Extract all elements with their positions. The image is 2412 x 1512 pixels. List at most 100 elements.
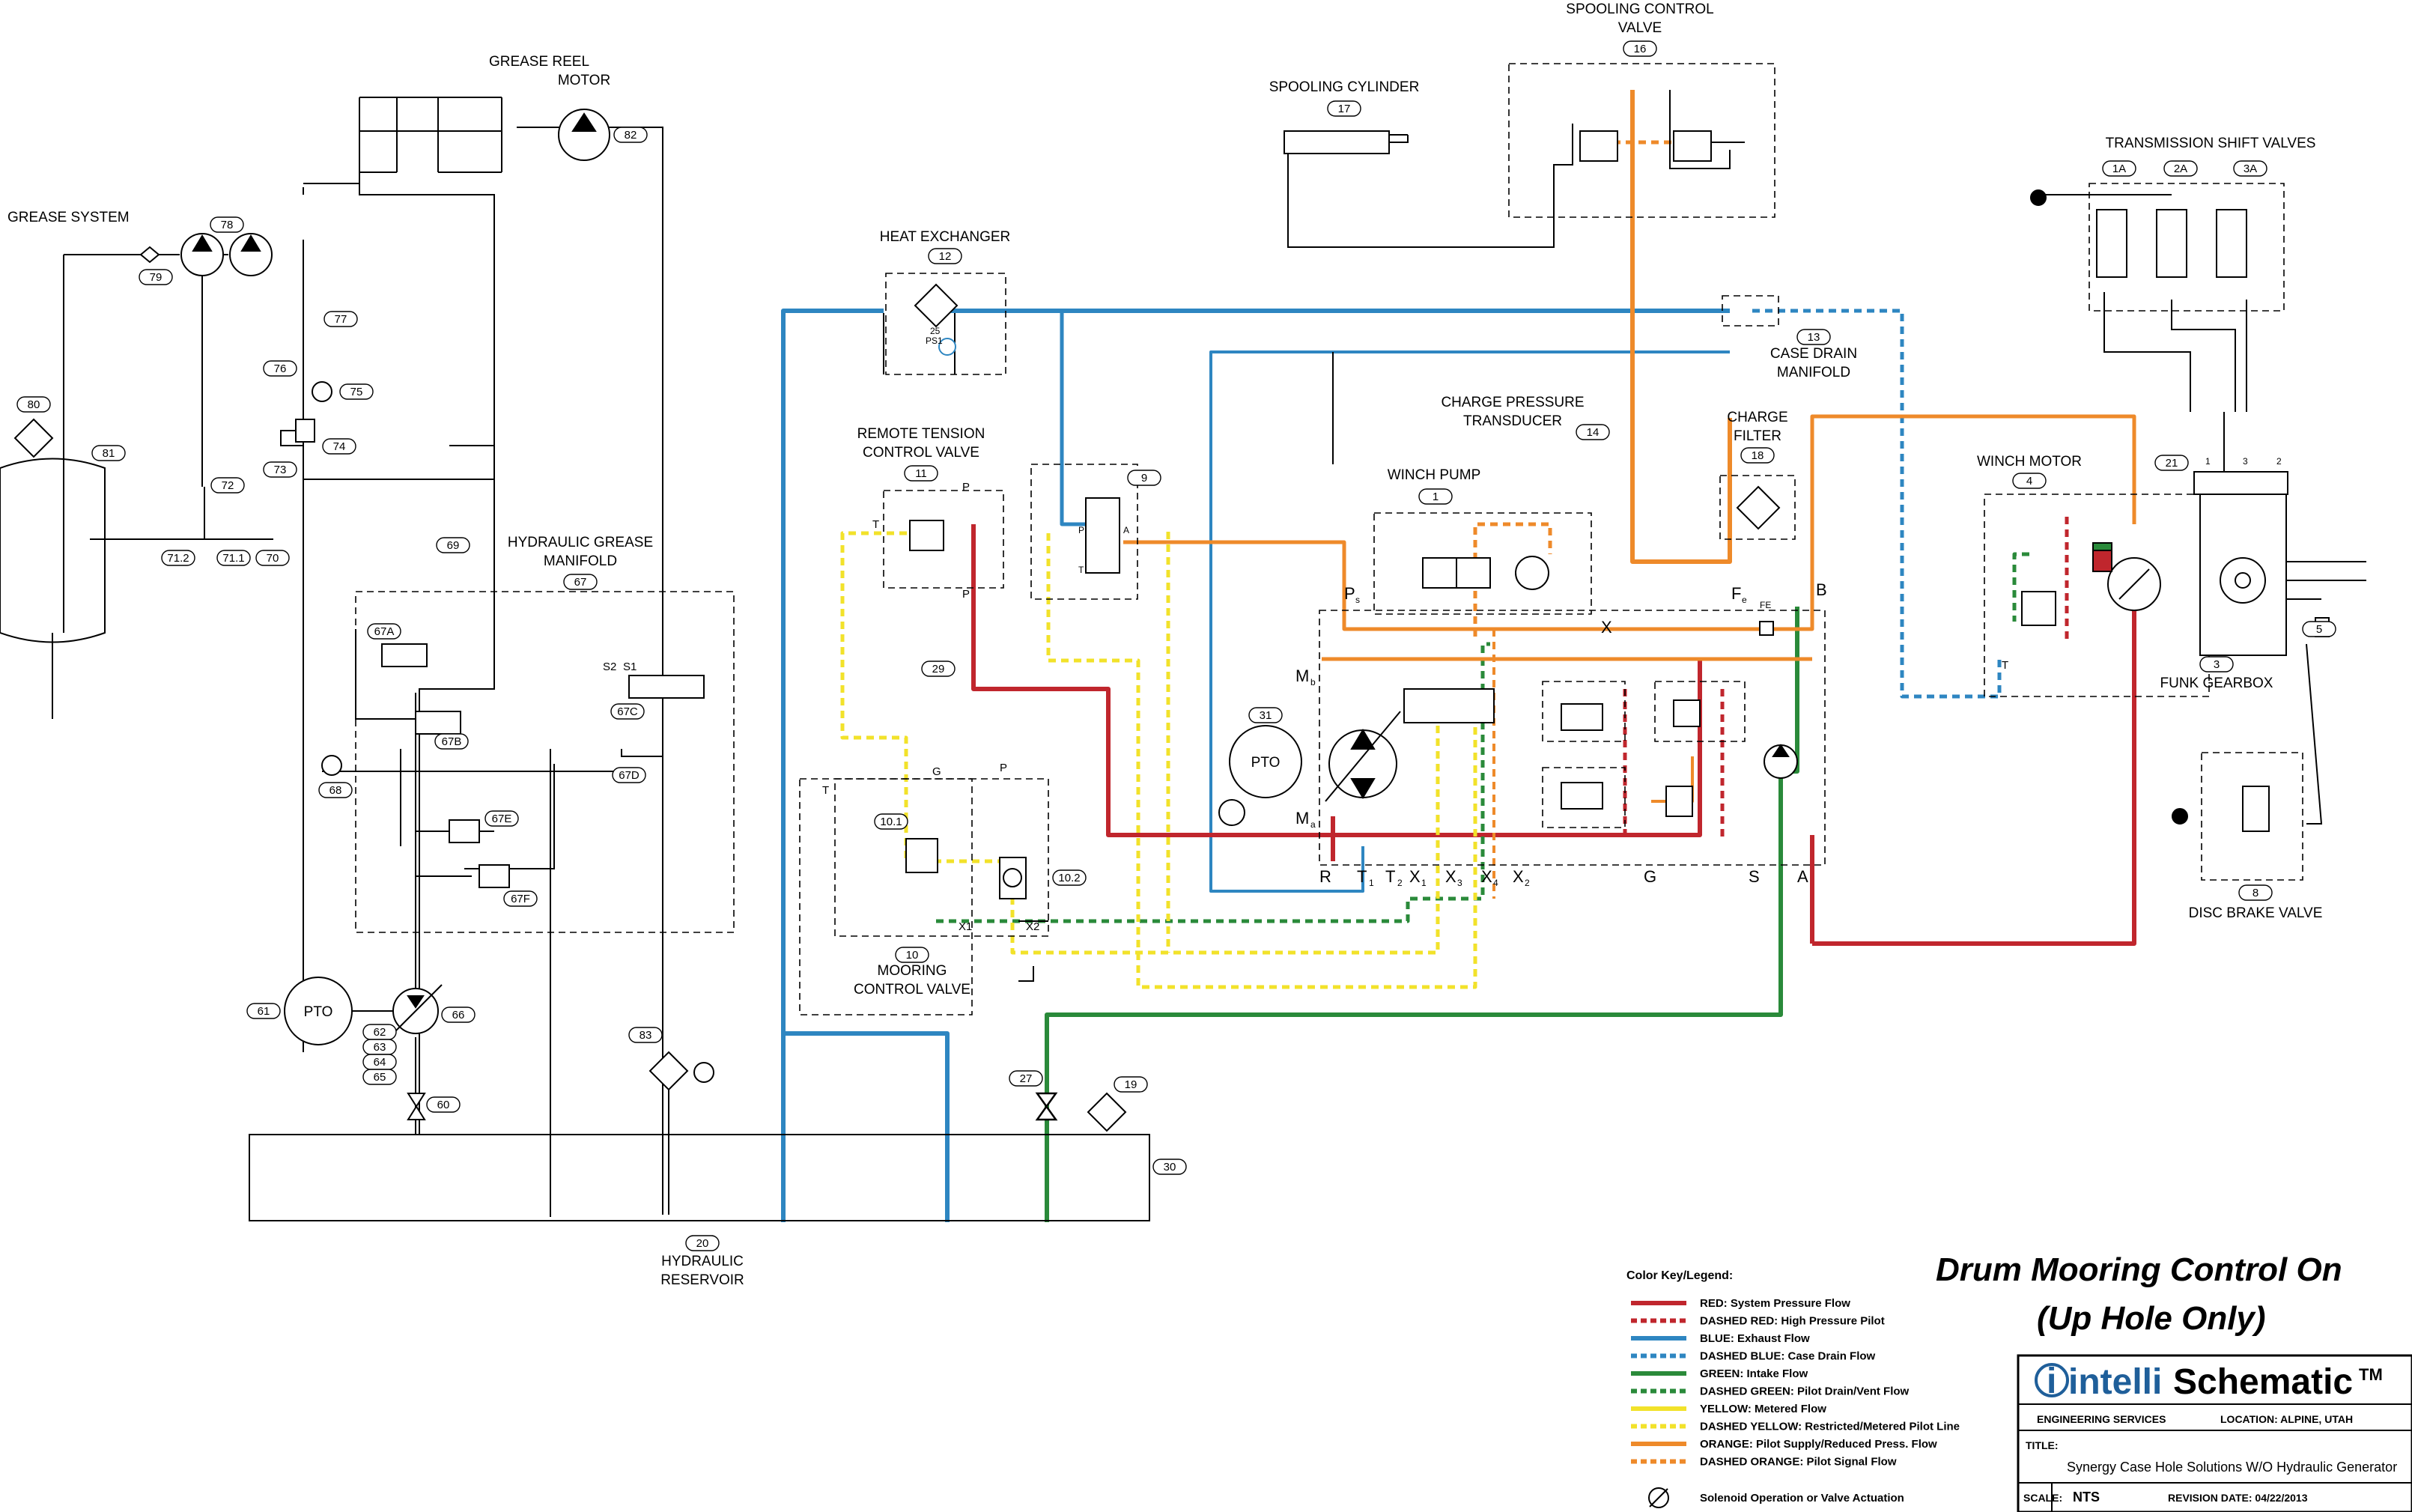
svg-text:T: T: [1357, 867, 1367, 886]
component-tag-3: [2199, 656, 2234, 672]
component-tag-21: [2154, 455, 2189, 471]
svg-text:i: i: [2047, 1361, 2056, 1401]
component-tag-label: 18: [1752, 449, 1764, 462]
component-tag-13: [1796, 329, 1831, 345]
svg-text:S: S: [1749, 867, 1760, 886]
svg-text:1: 1: [2205, 456, 2211, 467]
component-tag-label: 66: [452, 1009, 465, 1021]
component-tag-label: 63: [374, 1041, 386, 1054]
svg-text:2: 2: [1525, 878, 1530, 888]
svg-text:4: 4: [1493, 878, 1498, 888]
component-tag-label: 72: [222, 479, 234, 492]
svg-text:T: T: [1385, 867, 1395, 886]
component-tag-label: 67F: [511, 893, 530, 905]
component-tag-label: 70: [267, 552, 279, 565]
component-tag-61: [246, 1003, 281, 1019]
spool-valve-left: [1579, 130, 1618, 162]
component-tag-18: [1740, 447, 1775, 464]
component-tag-10-2: [1052, 869, 1087, 886]
symbols: [13, 109, 2330, 1132]
component-tag-67A: [367, 623, 401, 640]
component-tag-70: [255, 550, 290, 566]
label-winch-motor: WINCH MOTOR: [1977, 454, 2082, 470]
labels: GREASE SYSTEM GREASE REEL MOTOR HYDRAULI…: [7, 1, 2322, 1288]
tb-revision: REVISION DATE: 04/22/2013: [2168, 1492, 2308, 1504]
component-tag-label: 4: [2026, 475, 2032, 488]
component-tag-label: 76: [274, 362, 287, 375]
svg-text:X: X: [1445, 867, 1456, 886]
title-line-2: (Up Hole Only): [2037, 1300, 2266, 1337]
component-tag-79: [139, 269, 173, 285]
component-tag-label: 67C: [617, 705, 638, 718]
tb-scale-label: SCALE:: [2023, 1492, 2062, 1504]
sub-box-3: [1542, 767, 1626, 828]
component-tag-74: [322, 438, 356, 455]
component-tag-31: [1248, 707, 1283, 723]
component-tag-14: [1576, 424, 1610, 440]
grease-reel-motor-icon: [558, 109, 610, 161]
logo-i-icon: [2035, 1363, 2069, 1397]
winch-motor-box: [1984, 494, 2210, 697]
component-tag-label: 19: [1125, 1078, 1137, 1091]
component-tag-label: 73: [274, 464, 287, 476]
component-tag-2A: [2163, 160, 2198, 177]
label-grease-system: GREASE SYSTEM: [7, 210, 130, 225]
component-tag-77: [323, 311, 358, 327]
svg-text:T: T: [822, 784, 829, 797]
gauge-solenoid-icon: [1218, 799, 1245, 826]
svg-text:M: M: [1295, 809, 1309, 828]
component-tag-label: 21: [2166, 457, 2178, 470]
legend-item-label: DASHED ORANGE: Pilot Signal Flow: [1700, 1456, 1897, 1469]
valve-67E: [449, 819, 480, 843]
label-spooling-cylinder: SPOOLING CYLINDER: [1269, 79, 1420, 95]
component-tag-label: 12: [939, 250, 952, 263]
pto-winch-icon: [1229, 725, 1302, 798]
svg-text:2: 2: [1397, 878, 1403, 888]
svg-text:1: 1: [1421, 878, 1427, 888]
legend-item-label: RED: System Pressure Flow: [1700, 1297, 1850, 1310]
component-tag-label: 2A: [2174, 163, 2187, 175]
component-tag-label: 69: [447, 539, 460, 552]
svg-text:T: T: [872, 518, 879, 531]
component-tag-label: 3: [2214, 658, 2220, 671]
component-tag-9: [1127, 470, 1161, 486]
exhaust-line-main: [781, 309, 1730, 1222]
component-tag-71-2: [161, 550, 195, 566]
svg-text:S2: S2: [603, 661, 616, 673]
component-tag-19: [1114, 1076, 1148, 1093]
label-case-drain-1: CASE DRAIN: [1770, 346, 1857, 362]
dashed-boundaries: [355, 63, 2303, 1015]
valve-9-icon: [1085, 497, 1120, 574]
metered-pilot-2: [1046, 533, 1477, 989]
title-line-1: Drum Mooring Control On: [1936, 1251, 2342, 1288]
component-tag-label: 10: [906, 949, 919, 962]
tsv-box: [2089, 183, 2285, 312]
svg-text:3: 3: [1457, 878, 1462, 888]
component-tag-10-1: [874, 813, 908, 830]
component-tag-76: [263, 360, 297, 377]
exhaust-line-tension: [1060, 311, 1086, 526]
svg-text:P: P: [962, 588, 970, 601]
component-tag-label: 11: [915, 467, 927, 480]
logo-name: Schematic: [2173, 1362, 2353, 1402]
tb-title-label: TITLE:: [2026, 1439, 2059, 1451]
valve-9-box: [1030, 464, 1138, 600]
svg-text:A: A: [1123, 525, 1129, 535]
heat-exchanger-icon: [914, 283, 959, 328]
label-funk-gearbox: FUNK GEARBOX: [2160, 675, 2273, 691]
component-tag-label: 3A: [2244, 163, 2257, 175]
component-tag-label: 67D: [619, 769, 640, 782]
svg-text:X: X: [1409, 867, 1421, 886]
component-tag-5: [2302, 621, 2336, 637]
valve-67B: [415, 711, 461, 735]
component-tag-67C: [610, 703, 645, 720]
component-tag-label: 17: [1338, 103, 1351, 115]
label-spooling-valve-1: SPOOLING CONTROL: [1566, 1, 1713, 17]
component-tag-label: 75: [350, 386, 363, 398]
component-tag-68: [318, 782, 353, 798]
label-grease-manifold-1: HYDRAULIC GREASE: [508, 535, 653, 550]
disc-brake-box: [2201, 752, 2303, 881]
legend-heading: Color Key/Legend:: [1626, 1269, 1733, 1282]
component-tag-label: 31: [1260, 709, 1272, 722]
component-tag-label: 67B: [442, 735, 462, 748]
